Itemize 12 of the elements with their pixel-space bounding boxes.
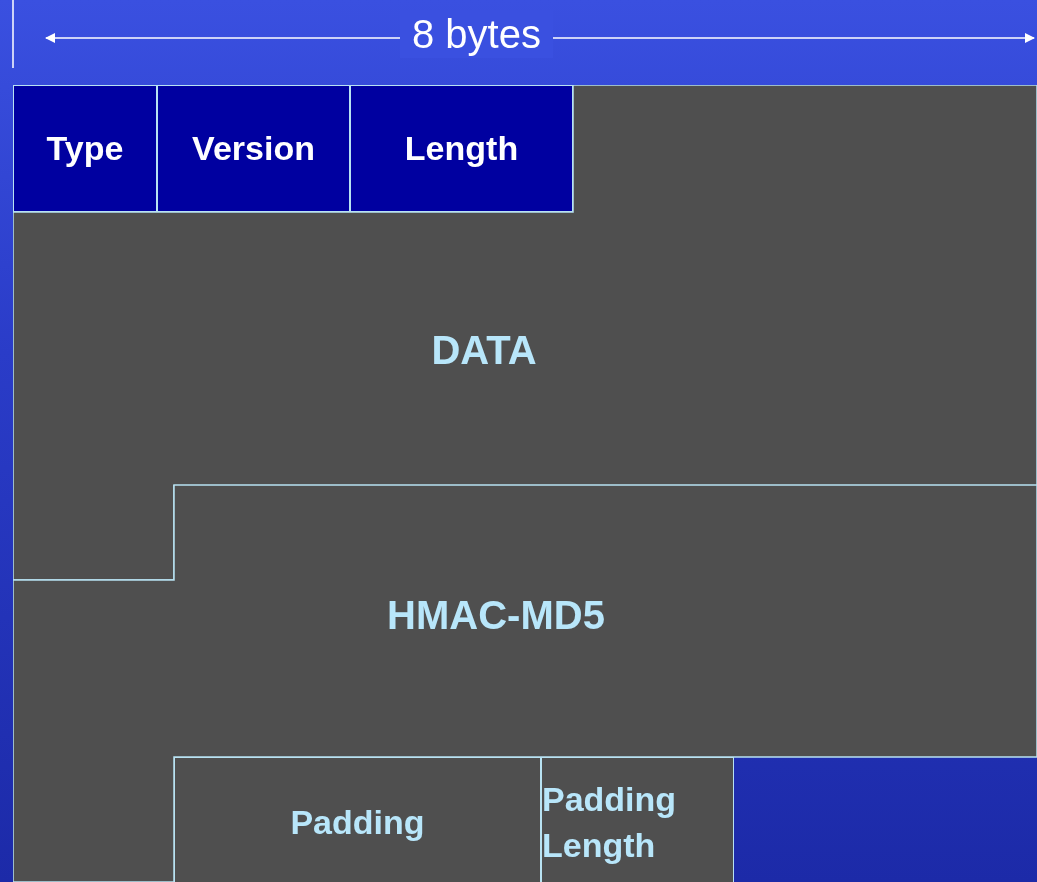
field-name: Version — [192, 128, 315, 170]
field-name: Type — [46, 128, 124, 170]
field-name: Padding — [290, 802, 425, 843]
field-cell — [174, 757, 541, 882]
field-cell — [541, 757, 734, 882]
field-name: DATA — [431, 327, 537, 374]
field-cell — [350, 85, 573, 212]
field-cell — [13, 85, 157, 212]
field-name: HMAC-MD5 — [387, 592, 605, 639]
field-name: Padding Length — [542, 779, 678, 866]
field-name: Length — [404, 128, 519, 170]
field-cell — [157, 85, 350, 212]
